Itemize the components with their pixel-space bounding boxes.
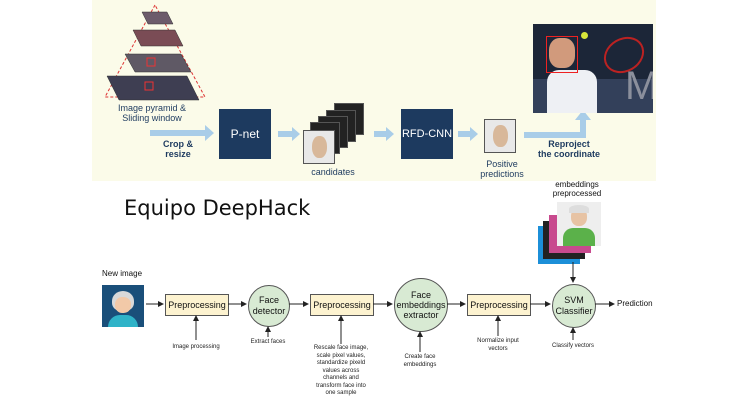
pipeline-arrows: [146, 262, 615, 352]
positive-face-image: [484, 119, 516, 153]
reproject-label: Reproject the coordinate: [537, 139, 600, 159]
prediction-label: Prediction: [617, 299, 653, 308]
face-detector-node: Face detector: [248, 285, 290, 327]
note-normalize: Normalize input vectors: [477, 338, 519, 352]
note-rescale: Rescale face image, scale pixel values, …: [313, 345, 369, 396]
new-image-avatar: [102, 285, 144, 327]
note-create-embeddings: Create face embeddings: [403, 354, 437, 368]
embedding-card-face: [557, 202, 601, 246]
note-classify: Classify vectors: [551, 343, 594, 349]
rfd-cnn-box: RFD-CNN: [401, 109, 453, 159]
note-image-processing: Image processing: [172, 344, 220, 350]
candidates-label: candidates: [311, 167, 355, 177]
pnet-box: P-net: [219, 109, 271, 159]
pyramid-label: Image pyramid & Sliding window: [117, 103, 187, 123]
team-title: Equipo DeepHack: [124, 196, 311, 220]
embeddings-extractor-node: Face embeddings extractor: [394, 278, 448, 332]
crop-resize-label: Crop & resize: [163, 139, 193, 159]
embeddings-preprocessed-label: embeddings preprocessed: [552, 180, 602, 198]
candidate-face-image: [303, 130, 335, 164]
new-image-label: New image: [102, 269, 143, 278]
note-extract-faces: Extract faces: [250, 339, 286, 345]
positive-predictions-label: Positive predictions: [480, 159, 524, 179]
image-pyramid-graphic: [104, 3, 206, 101]
tennis-detection-photo: M: [533, 24, 653, 113]
top-flow-arrows: [150, 110, 591, 141]
